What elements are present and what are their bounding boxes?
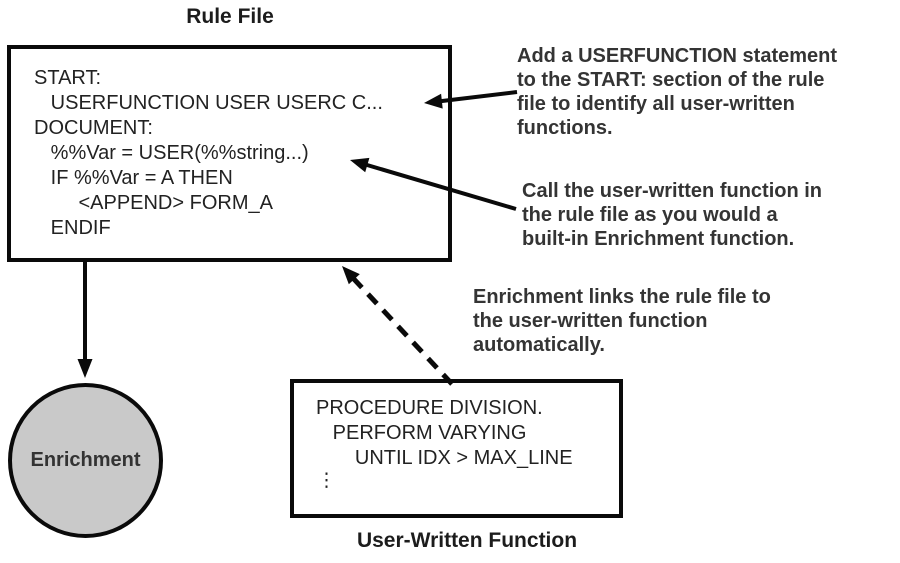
user-written-function-caption: User-Written Function (356, 529, 578, 552)
annotation-add-userfunction: Add a USERFUNCTION statement to the STAR… (517, 44, 837, 140)
rule-file-title: Rule File (186, 5, 274, 28)
annotation-call-function: Call the user-written function in the ru… (522, 179, 822, 251)
enrichment-circle: Enrichment (8, 383, 163, 538)
user-written-function-box: PROCEDURE DIVISION. PERFORM VARYING UNTI… (290, 379, 623, 518)
uwf-code-ellipsis: ⋮ (317, 470, 336, 491)
rule-file-code-line: IF %%Var = A THEN (34, 167, 233, 189)
rule-file-code-line: ENDIF (34, 217, 111, 239)
annotation-line: built-in Enrichment function. (522, 228, 795, 250)
annotation-line: functions. (517, 117, 613, 139)
annotation-enrichment-links: Enrichment links the rule file to the us… (473, 285, 771, 357)
rule-file-box: START: USERFUNCTION USER USERC C... DOCU… (7, 45, 452, 262)
annotation-line: the rule file as you would a (522, 204, 778, 226)
annotation-line: file to identify all user-written (517, 93, 795, 115)
uwf-code-line: UNTIL IDX > MAX_LINE (316, 447, 573, 469)
rule-file-code-line: START: (34, 67, 102, 89)
rule-file-code-line: USERFUNCTION USER USERC C... (34, 92, 383, 114)
enrichment-label: Enrichment (30, 449, 141, 471)
uwf-code-line: PERFORM VARYING (316, 422, 527, 444)
dashed-arrow-uwf-to-rule-file (342, 266, 454, 386)
annotation-line: Add a USERFUNCTION statement (517, 45, 838, 67)
annotation-line: to the START: section of the rule (517, 69, 825, 91)
annotation-line: Enrichment links the rule file to (473, 286, 771, 308)
rule-file-code-line: %%Var = USER(%%string...) (34, 142, 309, 164)
annotation-line: the user-written function (473, 310, 708, 332)
arrow-rule-file-to-enrichment (77, 262, 93, 378)
annotation-line: Call the user-written function in (522, 180, 823, 202)
rule-file-code-line: DOCUMENT: (34, 117, 153, 139)
uwf-code-line: PROCEDURE DIVISION. (316, 397, 543, 419)
rule-file-code-line: <APPEND> FORM_A (34, 192, 273, 214)
annotation-line: automatically. (473, 334, 605, 356)
